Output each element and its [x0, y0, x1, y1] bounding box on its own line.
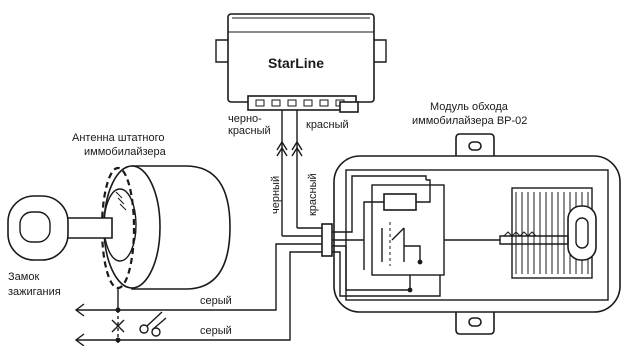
gray-wire-label-lower: серый	[200, 325, 232, 337]
lock-label-line-2: зажигания	[8, 286, 61, 298]
label-krasny-top: красный	[306, 119, 349, 131]
label-chernokrasny-1: черно-	[228, 113, 262, 125]
label-krasny-vertical: красный	[307, 173, 319, 216]
label-chernokrasny-2: красный	[228, 125, 271, 137]
module-title-line-1: Модуль обхода	[430, 101, 509, 113]
relay-icon	[381, 222, 421, 266]
gray-wires	[74, 243, 322, 346]
scissors-icon	[139, 311, 167, 337]
bypass-module	[321, 133, 621, 335]
label-chorny-vertical: черный	[270, 176, 282, 214]
antenna-title-line-2: иммобилайзера	[84, 146, 167, 158]
brand-logo: StarLine	[268, 55, 324, 71]
ignition-lock	[7, 165, 231, 290]
relay-coil	[383, 193, 417, 211]
cut-mark-icon	[111, 319, 125, 333]
key-icon	[499, 205, 597, 261]
gray-wire-label-upper: серый	[200, 295, 232, 307]
module-title-line-2: иммобилайзера BP-02	[412, 115, 527, 127]
lock-label-line-1: Замок	[8, 271, 39, 283]
main-unit-wires	[276, 110, 322, 237]
antenna-title-line-1: Антенна штатного	[72, 132, 165, 144]
starline-main-unit: StarLine	[215, 13, 387, 113]
